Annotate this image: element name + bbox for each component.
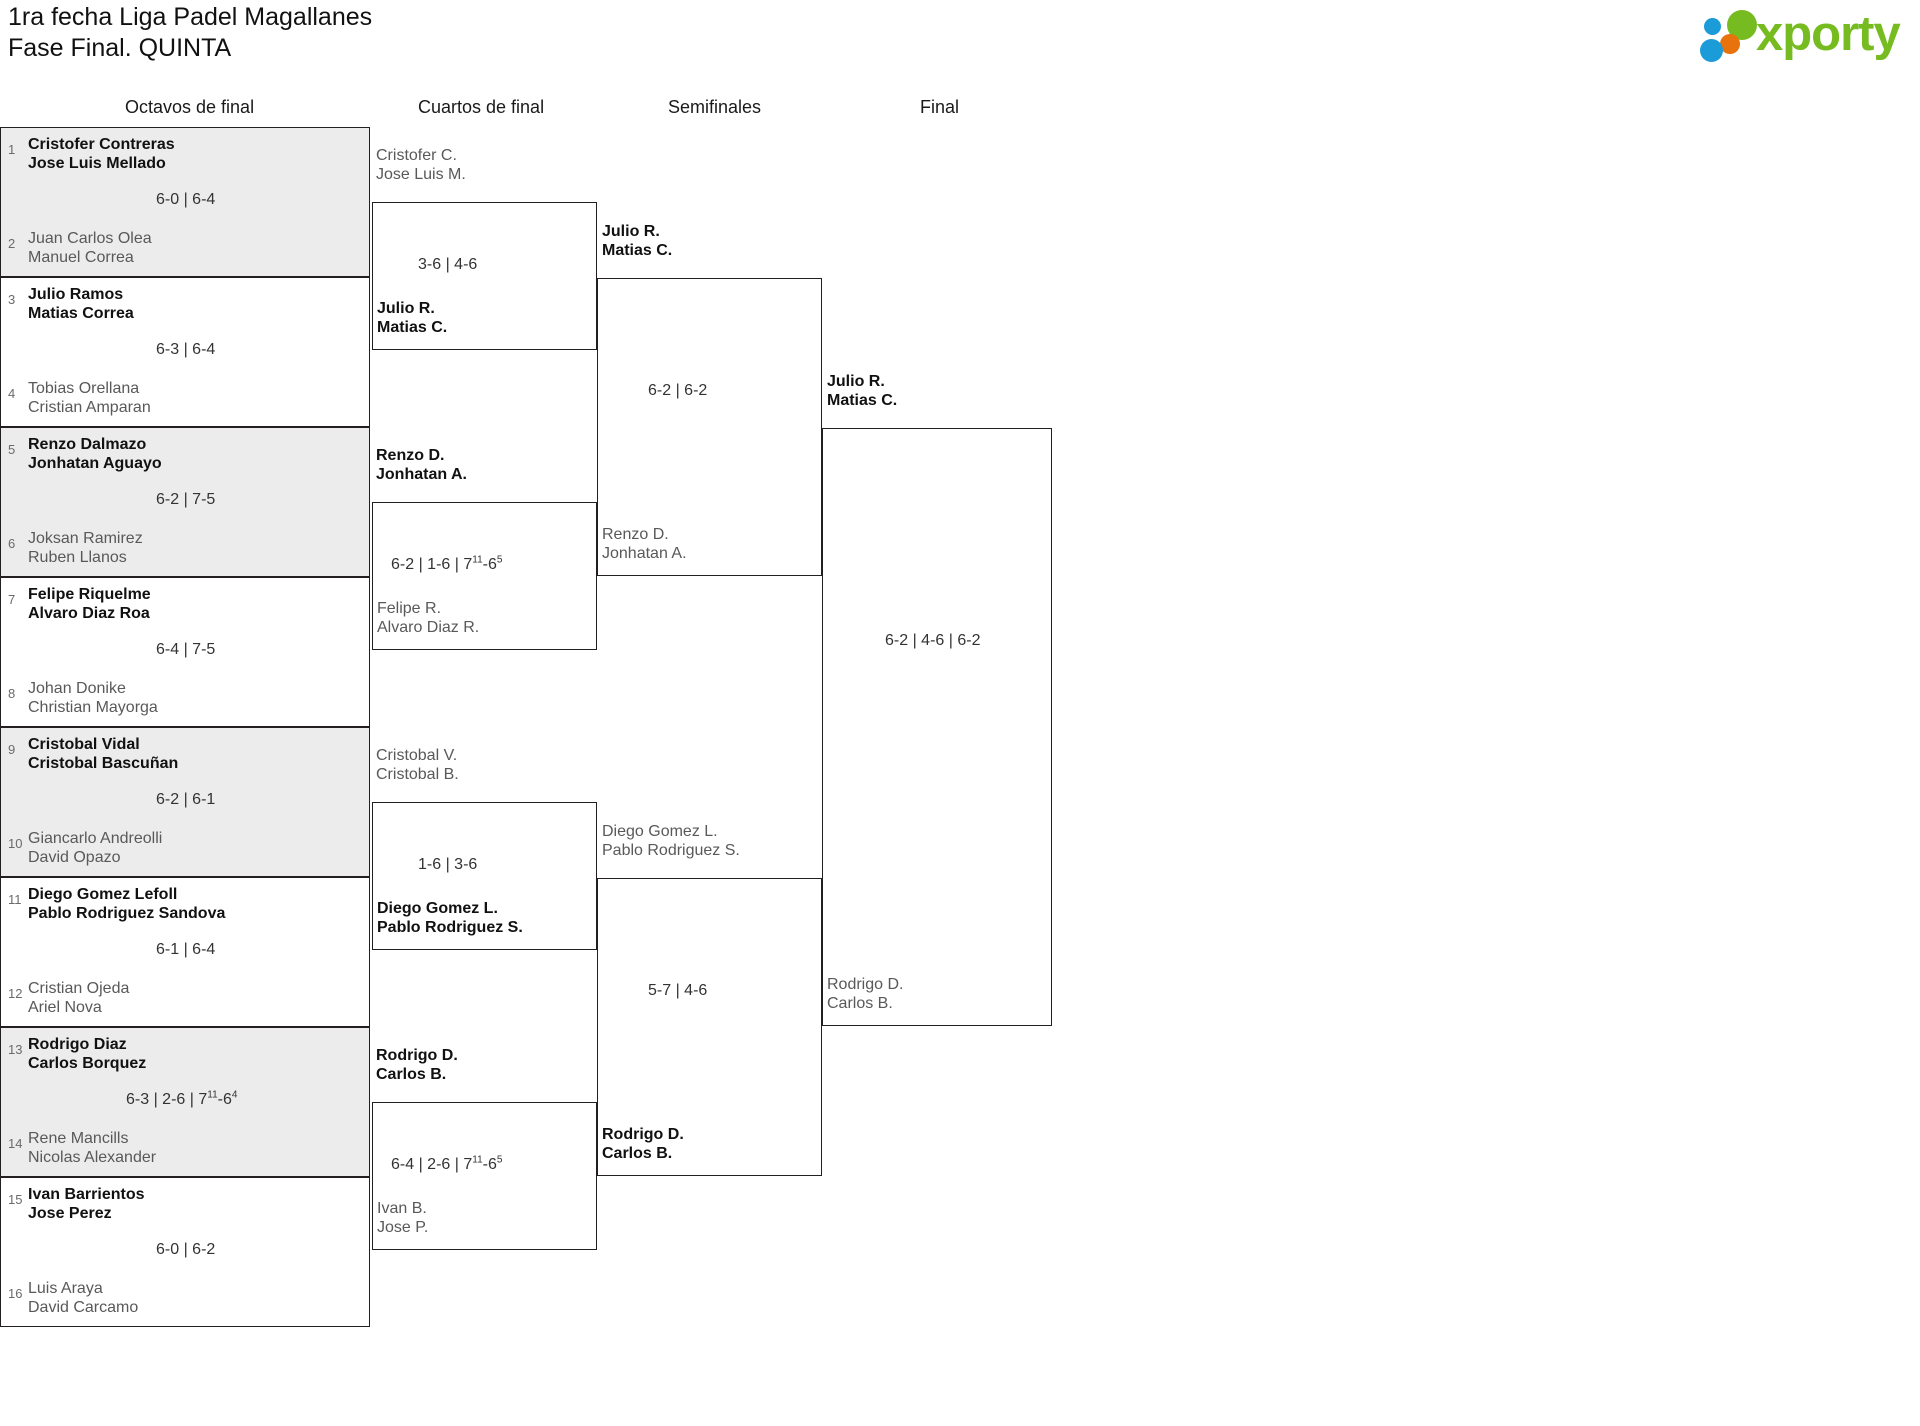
seed-number: 15 xyxy=(8,1192,23,1207)
qf-score: 6-2 | 1-6 | 711-65 xyxy=(391,554,503,573)
sf-feed-team-2: Diego Gomez L. Pablo Rodriguez S. xyxy=(602,823,740,859)
qf-feed-team-2: Renzo D. Jonhatan A. xyxy=(376,447,467,483)
r16-team-top: Julio Ramos Matias Correa xyxy=(28,286,134,322)
sf-team-winner: Rodrigo D. Carlos B. xyxy=(602,1126,684,1162)
r16-team-bottom: Rene Mancills Nicolas Alexander xyxy=(28,1130,157,1166)
r16-team-top: Renzo Dalmazo Jonhatan Aguayo xyxy=(28,436,162,472)
r16-team-bottom: Cristian Ojeda Ariel Nova xyxy=(28,980,130,1016)
round-header-final: Final xyxy=(920,97,960,117)
seed-number: 9 xyxy=(8,742,16,757)
qf-match-3[interactable]: 1-6 | 3-6 Diego Gomez L. Pablo Rodriguez… xyxy=(372,802,597,950)
sf-match-1[interactable]: 6-2 | 6-2 Renzo D. Jonhatan A. xyxy=(597,278,822,576)
r16-team-top: Cristofer Contreras Jose Luis Mellado xyxy=(28,136,175,172)
r16-team-bottom: Joksan Ramirez Ruben Llanos xyxy=(28,530,143,566)
seed-number: 14 xyxy=(8,1136,23,1151)
final-feed-team-top: Julio R. Matias C. xyxy=(827,373,898,409)
r16-team-top: Cristobal Vidal Cristobal Bascuñan xyxy=(28,736,179,772)
qf-score: 3-6 | 4-6 xyxy=(418,256,478,273)
logo-dot-blue-small xyxy=(1704,18,1721,35)
seed-number: 16 xyxy=(8,1286,23,1301)
r16-score: 6-1 | 6-4 xyxy=(156,941,216,958)
r16-match-3[interactable]: 5 Renzo Dalmazo Jonhatan Aguayo 6-2 | 7-… xyxy=(0,427,370,577)
qf-match-1[interactable]: 3-6 | 4-6 Julio R. Matias C. xyxy=(372,202,597,350)
final-team-loser: Rodrigo D. Carlos B. xyxy=(827,976,904,1012)
r16-team-top: Diego Gomez Lefoll Pablo Rodriguez Sando… xyxy=(28,886,226,922)
seed-number: 1 xyxy=(8,142,16,157)
qf-team-winner: Diego Gomez L. Pablo Rodriguez S. xyxy=(377,900,523,936)
seed-number: 11 xyxy=(8,892,22,907)
seed-number: 12 xyxy=(8,986,23,1001)
round-header-semifinales: Semifinales xyxy=(668,97,762,117)
r16-team-bottom: Giancarlo Andreolli David Opazo xyxy=(28,830,163,866)
qf-score: 1-6 | 3-6 xyxy=(418,856,478,873)
seed-number: 2 xyxy=(8,236,16,251)
r16-match-4[interactable]: 7 Felipe Riquelme Alvaro Diaz Roa 6-4 | … xyxy=(0,577,370,727)
r16-score: 6-0 | 6-2 xyxy=(156,1241,216,1258)
sf-score: 5-7 | 4-6 xyxy=(648,982,708,999)
qf-score: 6-4 | 2-6 | 711-65 xyxy=(391,1154,503,1173)
seed-number: 8 xyxy=(8,686,16,701)
r16-score: 6-4 | 7-5 xyxy=(156,641,216,658)
qf-feed-team-4: Rodrigo D. Carlos B. xyxy=(376,1047,458,1083)
seed-number: 3 xyxy=(8,292,16,307)
r16-match-5[interactable]: 9 Cristobal Vidal Cristobal Bascuñan 6-2… xyxy=(0,727,370,877)
sf-match-2[interactable]: 5-7 | 4-6 Rodrigo D. Carlos B. xyxy=(597,878,822,1176)
r16-score: 6-3 | 6-4 xyxy=(156,341,216,358)
round-header-octavos: Octavos de final xyxy=(125,97,255,117)
r16-team-bottom: Tobias Orellana Cristian Amparan xyxy=(28,380,151,416)
seed-number: 13 xyxy=(8,1042,23,1057)
r16-match-2[interactable]: 3 Julio Ramos Matias Correa 6-3 | 6-4 4 … xyxy=(0,277,370,427)
qf-team-loser: Ivan B. Jose P. xyxy=(377,1200,429,1236)
qf-match-2[interactable]: 6-2 | 1-6 | 711-65 Felipe R. Alvaro Diaz… xyxy=(372,502,597,650)
seed-number: 4 xyxy=(8,386,16,401)
r16-match-1[interactable]: 1 Cristofer Contreras Jose Luis Mellado … xyxy=(0,127,370,277)
qf-feed-team-3: Cristobal V. Cristobal B. xyxy=(376,747,459,783)
final-match[interactable]: 6-2 | 4-6 | 6-2 Rodrigo D. Carlos B. xyxy=(822,428,1052,1026)
r16-score: 6-2 | 6-1 xyxy=(156,791,216,808)
logo-dot-orange xyxy=(1720,34,1740,54)
page-title: 1ra fecha Liga Padel Magallanes Fase Fin… xyxy=(8,3,373,62)
sf-feed-team-1: Julio R. Matias C. xyxy=(602,223,673,259)
r16-score: 6-0 | 6-4 xyxy=(156,191,216,208)
qf-team-winner: Julio R. Matias C. xyxy=(377,300,448,336)
r16-team-bottom: Luis Araya David Carcamo xyxy=(28,1280,139,1316)
xporty-logo: xporty xyxy=(1700,7,1910,63)
logo-dot-blue-large xyxy=(1700,39,1723,62)
logo-wordmark: xporty xyxy=(1756,7,1901,61)
qf-team-loser: Felipe R. Alvaro Diaz R. xyxy=(377,600,480,636)
seed-number: 5 xyxy=(8,442,16,457)
seed-number: 10 xyxy=(8,836,23,851)
r16-match-7[interactable]: 13 Rodrigo Diaz Carlos Borquez 6-3 | 2-6… xyxy=(0,1027,370,1177)
r16-team-bottom: Johan Donike Christian Mayorga xyxy=(28,680,158,716)
r16-match-8[interactable]: 15 Ivan Barrientos Jose Perez 6-0 | 6-2 … xyxy=(0,1177,370,1327)
qf-feed-team-1: Cristofer C. Jose Luis M. xyxy=(376,147,466,183)
logo-dots-icon xyxy=(1700,10,1762,62)
qf-match-4[interactable]: 6-4 | 2-6 | 711-65 Ivan B. Jose P. xyxy=(372,1102,597,1250)
r16-team-top: Rodrigo Diaz Carlos Borquez xyxy=(28,1036,147,1072)
r16-match-6[interactable]: 11 Diego Gomez Lefoll Pablo Rodriguez Sa… xyxy=(0,877,370,1027)
round-header-cuartos: Cuartos de final xyxy=(418,97,545,117)
r16-team-top: Felipe Riquelme Alvaro Diaz Roa xyxy=(28,586,151,622)
r16-score: 6-2 | 7-5 xyxy=(156,491,216,508)
final-score: 6-2 | 4-6 | 6-2 xyxy=(885,632,981,649)
sf-team-loser: Renzo D. Jonhatan A. xyxy=(602,526,687,562)
r16-score: 6-3 | 2-6 | 711-64 xyxy=(126,1089,238,1108)
seed-number: 7 xyxy=(8,592,16,607)
sf-score: 6-2 | 6-2 xyxy=(648,382,708,399)
r16-team-bottom: Juan Carlos Olea Manuel Correa xyxy=(28,230,152,266)
seed-number: 6 xyxy=(8,536,16,551)
r16-team-top: Ivan Barrientos Jose Perez xyxy=(28,1186,145,1222)
